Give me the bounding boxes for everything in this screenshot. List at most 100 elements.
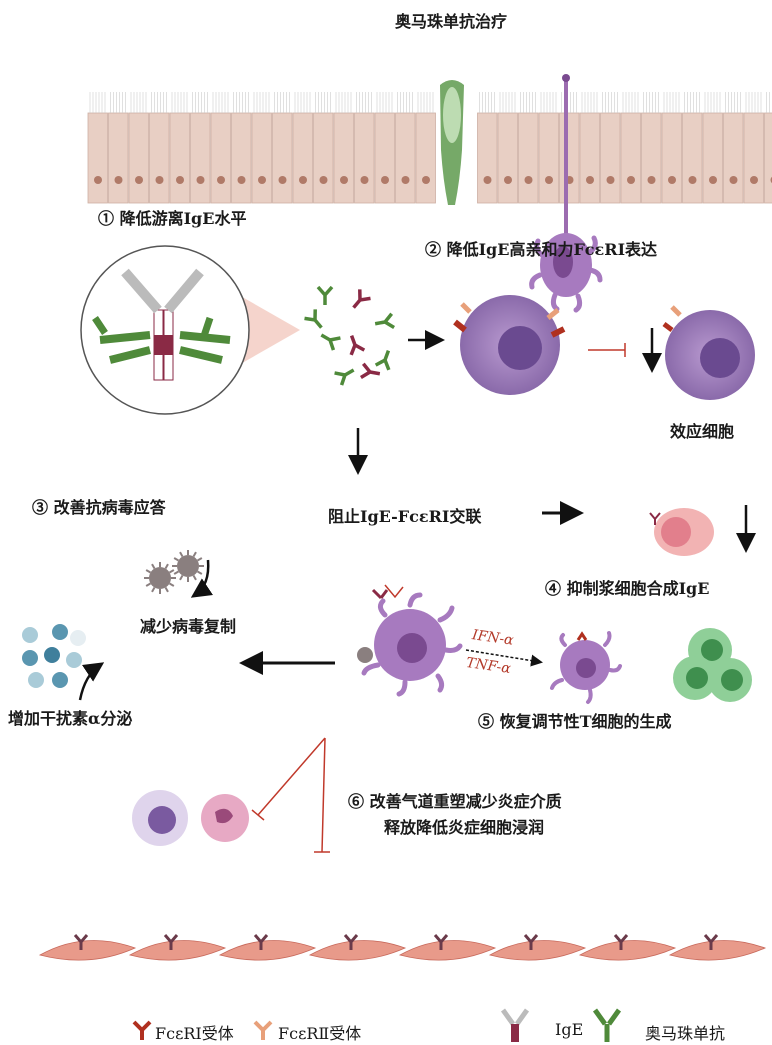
virus-icon <box>149 567 171 589</box>
epithelial-cell <box>764 112 772 204</box>
receptor-icon <box>523 934 539 950</box>
epithelial-cell <box>559 112 580 204</box>
ifn-secretion-label: 增加干扰素α分泌 <box>8 709 133 728</box>
dendritic-cell-epithelial <box>529 74 603 313</box>
step3-label: ③ 改善抗病毒应答 <box>32 498 166 517</box>
antibody-icon <box>320 333 341 351</box>
regulatory-t-cells <box>673 628 752 702</box>
epithelial-cell <box>87 112 108 204</box>
effector-cell-label: 效应细胞 <box>670 422 735 441</box>
step6-label-line1: ⑥ 改善气道重塑减少炎症介质 <box>348 792 562 811</box>
epithelial-cell <box>272 112 293 204</box>
block-crosslink-label: 阻止IgE-FcεRI交联 <box>328 507 482 526</box>
arrow-virus-decrease <box>190 559 214 598</box>
epithelial-cell <box>682 112 703 204</box>
omalizumab-icon <box>592 1008 622 1042</box>
epithelial-cell <box>251 112 272 204</box>
interferon-dot <box>52 624 68 640</box>
virus-icon <box>177 555 199 577</box>
epithelial-cell <box>518 112 539 204</box>
smooth-muscle-cell <box>488 940 587 961</box>
legend-fceri2: FcεRⅡ受体 <box>278 1024 362 1043</box>
epithelial-cell <box>395 112 416 204</box>
interferon-dot <box>22 650 38 666</box>
interferon-dot <box>22 627 38 643</box>
smooth-muscle-cell <box>668 940 767 961</box>
legend-ige: IgE <box>555 1020 584 1039</box>
smooth-muscle-cell <box>128 940 227 961</box>
epithelial-cell <box>149 112 170 204</box>
epithelial-cell <box>169 112 190 204</box>
smooth-muscle-layer <box>38 934 767 961</box>
smooth-muscle-cell <box>578 940 677 961</box>
effector-cell <box>662 305 755 400</box>
antibody-icon <box>349 335 366 356</box>
inhibition-mark-airway <box>251 737 330 853</box>
antibody-icon <box>316 285 334 305</box>
smooth-muscle-cell <box>218 940 317 961</box>
antibody-icon <box>304 309 323 329</box>
dendritic-cell-central <box>357 584 463 697</box>
epithelial-cell <box>313 112 334 204</box>
airway-epithelium <box>87 92 772 204</box>
epithelial-cell <box>579 112 600 204</box>
antibody-icon <box>374 312 396 330</box>
receptor-icon <box>73 934 89 950</box>
epithelial-cell <box>477 112 498 204</box>
ige-icon <box>500 1008 530 1042</box>
epithelial-cell <box>374 112 395 204</box>
epithelial-cell <box>620 112 641 204</box>
smooth-muscle-cell <box>398 940 497 961</box>
epithelial-cell <box>190 112 211 204</box>
interferon-dot <box>28 672 44 688</box>
legend-fceri: FcεRⅠ受体 <box>155 1024 234 1043</box>
interferon-dot <box>70 630 86 646</box>
epithelial-cell <box>661 112 682 204</box>
receptor-icon <box>343 934 359 950</box>
epithelial-cell <box>108 112 129 204</box>
receptor-icon <box>703 934 719 950</box>
arrow-ifn-increase <box>78 662 105 701</box>
epithelial-cell <box>743 112 764 204</box>
goblet-cell <box>440 80 464 205</box>
antibody-cluster <box>304 285 396 386</box>
receptor-icon <box>163 934 179 950</box>
interferon-dots <box>22 624 86 688</box>
step2-label: ② 降低IgE高亲和力FcεRI表达 <box>425 240 658 259</box>
epithelial-cell <box>354 112 375 204</box>
epithelial-cell <box>497 112 518 204</box>
antibody-icon <box>374 350 391 371</box>
antibody-icon <box>334 368 355 386</box>
magnifier-circle <box>80 245 300 415</box>
antibody-icon <box>359 362 381 380</box>
smooth-muscle-cell <box>38 940 137 961</box>
mast-cell-1 <box>453 295 566 395</box>
inflammatory-cells <box>132 790 249 846</box>
receptor-icon <box>433 934 449 950</box>
receptor-icon <box>253 934 269 950</box>
epithelial-cell <box>415 112 436 204</box>
epithelial-cell <box>702 112 723 204</box>
interferon-dot <box>52 672 68 688</box>
step4-label: ④ 抑制浆细胞合成IgE <box>545 579 710 598</box>
interferon-dot <box>44 647 60 663</box>
plasma-cell <box>649 508 714 556</box>
epithelial-cell <box>600 112 621 204</box>
virus-particles <box>144 550 204 594</box>
epithelial-cell <box>231 112 252 204</box>
epithelial-cell <box>210 112 231 204</box>
fceri-receptor-icon <box>132 1020 152 1040</box>
interferon-dot <box>66 652 82 668</box>
smooth-muscle-cell <box>308 940 407 961</box>
antibody-icon <box>352 289 371 309</box>
epithelial-cell <box>292 112 313 204</box>
receptor-icon <box>613 934 629 950</box>
epithelial-cell <box>723 112 744 204</box>
epithelial-cell <box>538 112 559 204</box>
arrow-cytokine <box>465 649 543 667</box>
diagram-title: 奥马珠单抗治疗 <box>395 12 508 31</box>
step6-label-line2: 释放降低炎症细胞浸润 <box>384 818 545 837</box>
epithelial-cell <box>333 112 354 204</box>
